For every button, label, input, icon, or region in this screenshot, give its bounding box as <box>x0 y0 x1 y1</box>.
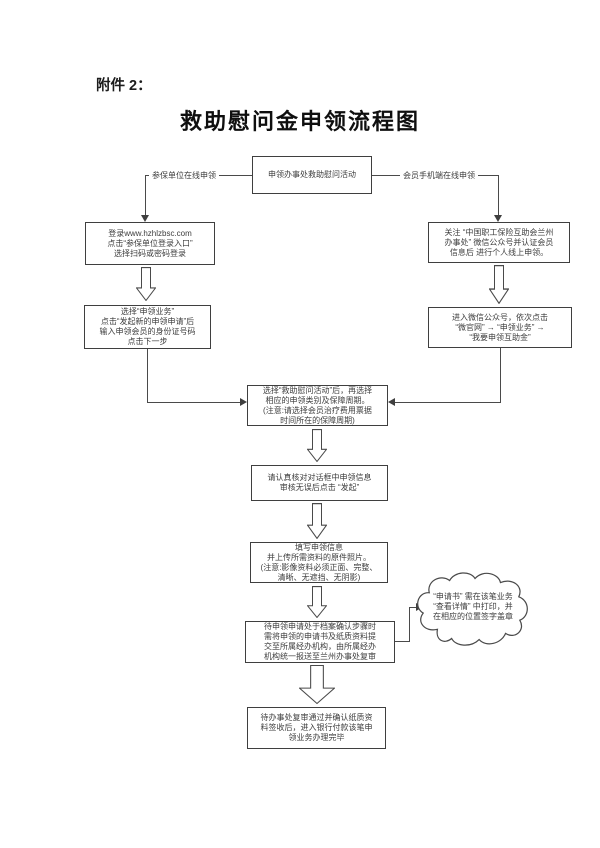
flow-box-right-follow-wechat: 关注 “中国职工保险互助会兰州 办事处” 微信公众号并认证会员 信息后 进行个人… <box>428 222 570 263</box>
connector-line <box>145 175 146 216</box>
block-arrow-down-icon <box>307 586 327 618</box>
flow-box-right-enter-account: 进入微信公众号，依次点击 “微官网” → “申领业务” → “我要申领互助金” <box>428 307 572 348</box>
flow-box-verify-info: 请认真核对对话框中申领信息 审核无误后点击 “发起” <box>251 465 388 501</box>
flow-box-select-activity: 选择“救助慰问活动”后，再选择 相应的申领类别及保障周期。 (注意:请选择会员治… <box>247 385 388 426</box>
flow-box-start: 申领办事处救助慰问活动 <box>252 156 372 194</box>
arrowhead-left-icon <box>388 398 395 406</box>
arrowhead-down-icon <box>141 215 149 222</box>
connector-line <box>409 607 410 642</box>
connector-line <box>147 349 148 403</box>
page-title: 救助慰问金申领流程图 <box>179 109 420 134</box>
branch-label-right: 会员手机端在线申领 <box>400 170 478 181</box>
connector-line <box>409 607 417 608</box>
cloud-note-shape <box>412 571 532 647</box>
block-arrow-down-icon <box>489 265 509 304</box>
flow-box-submit-paper: 待申领申请处于档案确认步骤时 需将申领的申请书及纸质资料提 交至所属经办机构，由… <box>245 621 395 663</box>
block-arrow-down-icon <box>299 665 335 704</box>
arrowhead-right-icon <box>240 398 247 406</box>
attachment-label: 附件 2： <box>96 78 152 94</box>
block-arrow-down-icon <box>307 503 327 539</box>
block-arrow-down-icon <box>307 429 327 462</box>
branch-label-left: 参保单位在线申领 <box>149 170 219 181</box>
cloud-note-text: “申请书” 需在该笔业务 “查看详情” 中打印，并 在相应的位置签字盖章 <box>433 592 513 621</box>
arrowhead-down-icon <box>494 215 502 222</box>
flow-box-final-review-payment: 待办事处复审通过并确认纸质资 料签收后，进入银行付款该笔申 领业务办理完毕 <box>247 707 386 749</box>
flow-box-left-select-business: 选择“申领业务” 点击“发起新的申领申请”后 输入申领会员的身份证号码 点击下一… <box>84 305 211 349</box>
connector-line <box>498 175 499 216</box>
connector-line <box>147 402 240 403</box>
block-arrow-down-icon <box>136 267 156 301</box>
connector-line <box>395 641 410 642</box>
connector-line <box>395 402 500 403</box>
flow-box-left-login: 登录www.hzhlzbsc.com 点击“参保单位登录入口” 选择扫码或密码登… <box>85 222 215 265</box>
flow-box-fill-upload: 填写申领信息 并上传所需资料的原件照片。 (注意:影像资料必须正面、完整、 清晰… <box>250 542 388 583</box>
connector-line <box>500 348 501 403</box>
